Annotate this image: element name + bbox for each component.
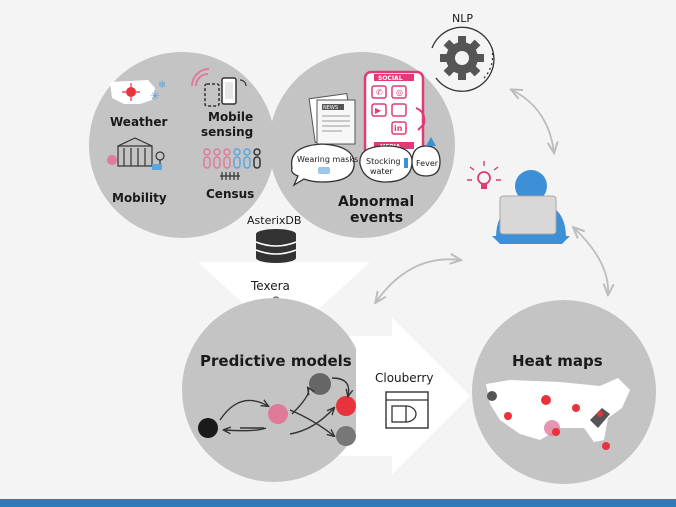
abnormal-events-node: NEWS SOCIAL ✆ ◎ ▶ in MEDIA Wearing masks bbox=[269, 52, 455, 238]
model-graph-icon bbox=[198, 373, 356, 446]
svg-text:❄: ❄ bbox=[158, 80, 166, 91]
connector-arrows bbox=[376, 90, 608, 302]
clouberry-label: Clouberry bbox=[375, 371, 433, 385]
wearing-masks-label: Wearing masks bbox=[297, 155, 358, 164]
predictive-models-node: Predictive models bbox=[182, 298, 366, 482]
analyst-person-icon bbox=[467, 161, 570, 244]
social-top-label: SOCIAL bbox=[378, 75, 403, 82]
social-media-phone-icon: SOCIAL ✆ ◎ ▶ in MEDIA bbox=[363, 70, 426, 160]
data-sources-circle bbox=[89, 52, 275, 238]
stocking-water-bubble: Stocking water bbox=[359, 145, 413, 183]
downward-arrow bbox=[198, 262, 370, 326]
heat-maps-title: Heat maps bbox=[512, 352, 603, 370]
news-tag: NEWS bbox=[323, 105, 338, 111]
mobile-sensing-label-2: sensing bbox=[201, 125, 253, 139]
asterixdb-label: AsterixDB bbox=[247, 214, 301, 227]
weather-label: Weather bbox=[110, 115, 167, 129]
gear-icon bbox=[440, 36, 484, 80]
nlp-node: NLP bbox=[431, 12, 495, 92]
census-icon bbox=[203, 148, 261, 180]
mobility-label: Mobility bbox=[112, 191, 167, 205]
heat-maps-node: Heat maps bbox=[472, 300, 656, 484]
us-heat-map-icon bbox=[486, 378, 630, 450]
svg-text:✳: ✳ bbox=[150, 89, 160, 103]
svg-text:▶: ▶ bbox=[375, 106, 382, 115]
svg-text:in: in bbox=[394, 124, 403, 133]
svg-text:✆: ✆ bbox=[376, 88, 383, 97]
newspaper-icon: NEWS bbox=[308, 93, 356, 145]
stocking-water-label-2: water bbox=[370, 167, 394, 176]
svg-text:◎: ◎ bbox=[396, 88, 403, 97]
wearing-masks-bubble: Wearing masks bbox=[290, 143, 358, 187]
fever-label: Fever bbox=[416, 159, 439, 168]
data-sources-node: ✳ ❄ Weather Mobile sensing Mo bbox=[89, 52, 275, 238]
mobile-sensing-label-1: Mobile bbox=[208, 110, 253, 124]
weather-map-icon: ✳ ❄ bbox=[110, 80, 166, 104]
bottom-bar bbox=[0, 499, 676, 507]
predictive-models-title: Predictive models bbox=[200, 352, 352, 370]
abnormal-events-title-1: Abnormal bbox=[338, 194, 414, 210]
abnormal-events-title-2: events bbox=[350, 210, 403, 226]
mobility-icon bbox=[107, 137, 165, 170]
texera-label: Texera bbox=[250, 279, 290, 293]
lightbulb-icon bbox=[467, 161, 501, 189]
census-label: Census bbox=[206, 187, 254, 201]
mobile-sensing-icon bbox=[191, 68, 247, 107]
clouberry-window-icon bbox=[385, 391, 429, 429]
stocking-water-label-1: Stocking bbox=[366, 157, 401, 166]
clouberry-node: Clouberry bbox=[375, 371, 433, 429]
fever-bubble: Fever bbox=[411, 137, 441, 177]
database-icon bbox=[255, 229, 297, 263]
predictive-models-circle bbox=[182, 298, 366, 482]
asterixdb-node: AsterixDB Texera bbox=[247, 214, 301, 332]
nlp-label: NLP bbox=[452, 12, 473, 25]
